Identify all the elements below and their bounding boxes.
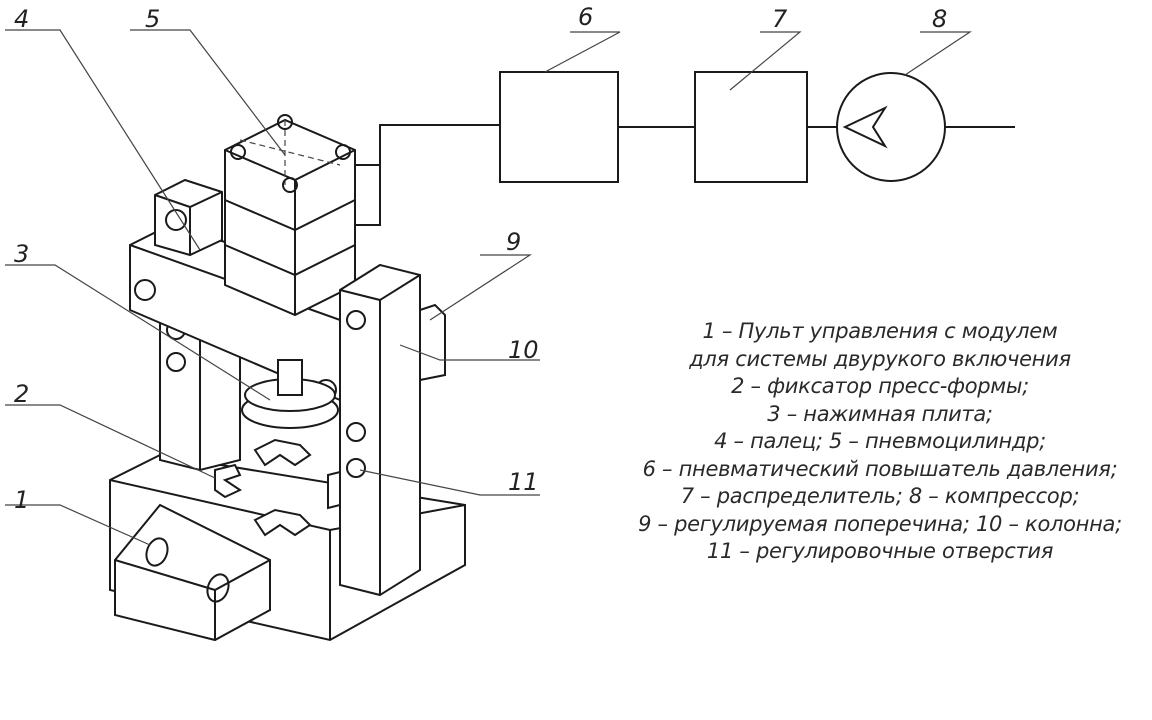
legend-line: 6 – пневматический повышатель давления;: [642, 456, 1118, 481]
mold-fixer: [214, 463, 243, 499]
pneumatic-cylinder: [154, 114, 356, 317]
legend: 1 – Пульт управления с модулем для систе…: [610, 318, 1150, 566]
callout-label: 6: [578, 3, 593, 31]
adjustment-holes: [346, 310, 366, 478]
button-left-icon: [145, 537, 169, 567]
callout-label: 10: [508, 336, 539, 364]
legend-line: 9 – регулируемая поперечина; 10 – колонн…: [638, 511, 1122, 536]
callout-label: 3: [14, 240, 29, 268]
pressure-plate: [241, 359, 339, 429]
legend-line: 2 – фиксатор пресс-формы;: [731, 374, 1029, 398]
callout-label: 9: [506, 228, 521, 256]
callout-label: 5: [145, 5, 160, 33]
distributor-block: [694, 71, 808, 183]
legend-line: 4 – палец; 5 – пневмоцилиндр;: [714, 429, 1046, 453]
pressure-booster-block: [499, 71, 619, 183]
leader-lines: [5, 29, 972, 546]
callout-label: 11: [508, 468, 539, 496]
legend-line: для системы двурукого включения: [689, 346, 1071, 371]
compressor-symbol: [836, 72, 946, 182]
button-right-icon: [206, 573, 230, 603]
callout-label: 7: [772, 5, 788, 33]
pneumatic-circuit: [355, 71, 1015, 226]
legend-line: 3 – нажимная плита;: [767, 401, 993, 426]
callout-label: 2: [14, 380, 29, 408]
legend-line: 7 – распределитель; 8 – компрессор;: [680, 484, 1080, 508]
callout-label: 4: [14, 5, 29, 33]
callout-label: 8: [932, 5, 947, 33]
callout-label: 1: [14, 486, 29, 514]
control-panel: [114, 503, 271, 642]
legend-line: 1 – Пульт управления с модулем: [702, 319, 1058, 343]
compressor-arrow-icon: [842, 105, 888, 149]
legend-line: 11 – регулировочные отверстия: [706, 539, 1054, 563]
